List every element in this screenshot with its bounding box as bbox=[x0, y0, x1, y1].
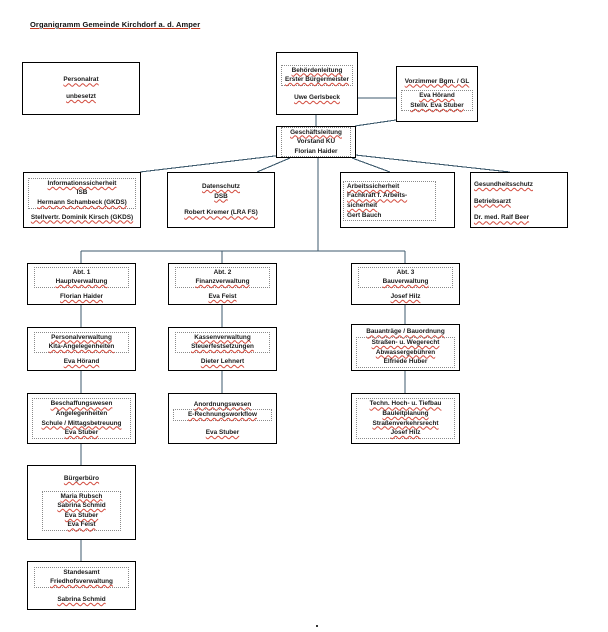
node-abt1-line-2: Florian Haider bbox=[60, 292, 103, 300]
node-datenschutz-line-0: Datenschutz bbox=[202, 183, 240, 191]
node-abt1-line-1: Hauptverwaltung bbox=[55, 278, 108, 286]
node-bauantraege-line-0: Bauanträge / Bauordnung bbox=[366, 328, 445, 336]
node-abt3-line-1: Bauverwaltung bbox=[382, 278, 429, 286]
node-standesamt-line-1: Friedhofsverwaltung bbox=[50, 578, 113, 586]
node-abt3-line-0: Abt. 3 bbox=[396, 268, 415, 276]
node-beschaffungswesen-line-1: Angelegenheiten bbox=[55, 409, 108, 417]
node-technbau-line-3: Josef Hilz bbox=[390, 429, 421, 437]
node-arbeitssicherheit-line-3: Gert Bauch bbox=[347, 211, 382, 219]
edge-geschaeftsleitung-informationssicherheit bbox=[139, 154, 284, 173]
node-bauantraege-line-1: Straßen- u. Wegerecht bbox=[371, 338, 440, 346]
node-bauantraege[interactable]: Bauanträge / Bauordnung Straßen- u. Wege… bbox=[351, 324, 460, 371]
node-anordnungswesen-line-2: Eva Stuber bbox=[205, 428, 240, 436]
edge-geschaeftsleitung-vorzimmer bbox=[354, 119, 397, 127]
node-personalrat[interactable]: Personalrat unbesetzt bbox=[22, 62, 140, 115]
node-buergerbuero-line-0: Bürgerbüro bbox=[63, 474, 100, 482]
node-abt2-line-1: Finanzverwaltung bbox=[195, 278, 250, 286]
node-arbeitssicherheit[interactable]: Arbeitssicherheit Fachkraft f. Arbeits- … bbox=[340, 172, 455, 228]
node-standesamt[interactable]: Standesamt Friedhofsverwaltung Sabrina S… bbox=[27, 561, 136, 610]
node-behoerdenleitung-line-2: Uwe Gerlsbeck bbox=[294, 93, 340, 101]
node-gesundheitsschutz-line-1: Betriebsarzt bbox=[474, 197, 511, 205]
node-informationssicherheit-line-3: Stellvertr. Dominik Kirsch (GKDS) bbox=[30, 213, 134, 221]
edge-geschaeftsleitung-gesundheitsschutz bbox=[354, 154, 511, 173]
node-beschaffungswesen-line-3: Eva Stuber bbox=[64, 429, 99, 437]
node-buergerbuero[interactable]: Bürgerbüro Maria Rubsch Sabrina Schmid E… bbox=[27, 465, 136, 540]
node-personalverwaltung-line-2: Eva Hörand bbox=[63, 357, 100, 365]
node-kassenverwaltung[interactable]: Kassenverwaltung Steuerfestsetzungen Die… bbox=[168, 327, 277, 371]
node-geschaeftsleitung-line-2: Florian Haider bbox=[294, 147, 338, 155]
node-informationssicherheit[interactable]: Informationssicherheit ISB Hermann Scham… bbox=[23, 172, 141, 228]
edge-geschaeftsleitung-datenschutz bbox=[256, 157, 291, 173]
node-arbeitssicherheit-line-1: Fachkraft f. Arbeits- bbox=[347, 192, 408, 200]
node-standesamt-line-0: Standesamt bbox=[63, 568, 100, 576]
node-bauantraege-line-3: Elfriede Huber bbox=[383, 358, 428, 366]
stray-dot bbox=[316, 625, 318, 627]
node-buergerbuero-line-1: Maria Rubsch bbox=[60, 492, 103, 500]
node-abt2-line-0: Abt. 2 bbox=[213, 268, 232, 276]
node-anordnungswesen[interactable]: Anordnungswesen E-Rechnungsworkflow Eva … bbox=[168, 393, 277, 444]
node-abt1-line-0: Abt. 1 bbox=[72, 268, 91, 276]
node-bauantraege-line-2: Abwassergebühren bbox=[375, 348, 436, 356]
node-technbau[interactable]: Techn. Hoch- u. Tiefbau Bauleitplanung S… bbox=[351, 393, 460, 444]
node-technbau-line-2: Straßenverkehrsrecht bbox=[372, 419, 439, 427]
node-behoerdenleitung[interactable]: Behördenleitung Erster Bürgermeister Uwe… bbox=[276, 52, 358, 115]
node-abt1[interactable]: Abt. 1 Hauptverwaltung Florian Haider bbox=[27, 263, 136, 305]
node-kassenverwaltung-line-2: Dieter Lehnert bbox=[200, 357, 245, 365]
node-behoerdenleitung-line-0: Behördenleitung bbox=[291, 66, 343, 74]
node-gesundheitsschutz-line-0: Gesundheitsschutz bbox=[474, 181, 533, 189]
node-behoerdenleitung-line-1: Erster Bürgermeister bbox=[285, 76, 349, 84]
node-personalverwaltung-line-0: Personalverwaltung bbox=[51, 333, 112, 341]
node-geschaeftsleitung-line-0: Geschäftsleitung bbox=[290, 128, 342, 136]
node-beschaffungswesen-line-0: Beschaffungswesen bbox=[50, 400, 113, 408]
node-technbau-line-0: Techn. Hoch- u. Tiefbau bbox=[369, 400, 442, 408]
node-standesamt-line-2: Sabrina Schmid bbox=[57, 595, 106, 603]
node-personalrat-line-0: Personalrat bbox=[63, 76, 99, 84]
node-vorzimmer-line-2: Stellv. Eva Stuber bbox=[410, 101, 464, 109]
node-buergerbuero-line-2: Sabrina Schmid bbox=[57, 502, 106, 510]
node-beschaffungswesen-line-2: Schule / Mittagsbetreuung bbox=[41, 419, 122, 427]
node-kassenverwaltung-line-1: Steuerfestsetzungen bbox=[191, 343, 254, 351]
node-vorzimmer[interactable]: Vorzimmer Bgm. / GL Eva Hörand Stellv. E… bbox=[396, 66, 478, 122]
node-gesundheitsschutz[interactable]: Gesundheitsschutz Betriebsarzt Dr. med. … bbox=[470, 172, 568, 228]
node-vorzimmer-line-1: Eva Hörand bbox=[419, 92, 455, 100]
node-buergerbuero-line-3: Eva Stuber bbox=[64, 511, 99, 519]
node-anordnungswesen-line-0: Anordnungswesen bbox=[193, 400, 252, 408]
node-anordnungswesen-line-1: E-Rechnungsworkflow bbox=[188, 411, 257, 419]
node-geschaeftsleitung-line-1: Vorstand KU bbox=[296, 138, 336, 146]
node-abt3[interactable]: Abt. 3 Bauverwaltung Josef Hilz bbox=[351, 263, 460, 305]
node-abt2-line-2: Eva Feist bbox=[208, 292, 237, 300]
edge-geschaeftsleitung-arbeitssicherheit bbox=[351, 157, 391, 173]
node-datenschutz[interactable]: Datenschutz DSB Robert Kremer (LRA FS) bbox=[167, 172, 275, 228]
node-datenschutz-line-1: DSB bbox=[214, 192, 228, 200]
node-buergerbuero-line-4: Eva Feist bbox=[67, 521, 96, 529]
node-datenschutz-line-2: Robert Kremer (LRA FS) bbox=[184, 209, 258, 217]
node-informationssicherheit-line-1: ISB bbox=[76, 189, 88, 197]
node-technbau-line-1: Bauleitplanung bbox=[382, 409, 429, 417]
node-personalrat-line-1: unbesetzt bbox=[66, 93, 96, 100]
node-gesundheitsschutz-line-2: Dr. med. Ralf Beer bbox=[474, 214, 530, 222]
page-title: Organigramm Gemeinde Kirchdorf a. d. Amp… bbox=[30, 20, 201, 29]
node-abt3-line-2: Josef Hilz bbox=[390, 292, 421, 300]
node-personalverwaltung-line-1: Kita-Angelegenheiten bbox=[48, 343, 115, 351]
node-vorzimmer-line-0: Vorzimmer Bgm. / GL bbox=[404, 77, 470, 85]
node-kassenverwaltung-line-0: Kassenverwaltung bbox=[194, 333, 251, 341]
node-arbeitssicherheit-line-0: Arbeitssicherheit bbox=[347, 182, 400, 190]
node-arbeitssicherheit-line-2: sicherheit bbox=[347, 202, 378, 209]
node-abt2[interactable]: Abt. 2 Finanzverwaltung Eva Feist bbox=[168, 263, 277, 305]
node-beschaffungswesen[interactable]: Beschaffungswesen Angelegenheiten Schule… bbox=[27, 393, 136, 444]
node-geschaeftsleitung[interactable]: Geschäftsleitung Vorstand KU Florian Hai… bbox=[276, 126, 356, 158]
node-informationssicherheit-line-2: Hermann Schambeck (GKDS) bbox=[37, 199, 127, 206]
node-informationssicherheit-line-0: Informationssicherheit bbox=[47, 179, 117, 187]
node-personalverwaltung[interactable]: Personalverwaltung Kita-Angelegenheiten … bbox=[27, 327, 136, 371]
